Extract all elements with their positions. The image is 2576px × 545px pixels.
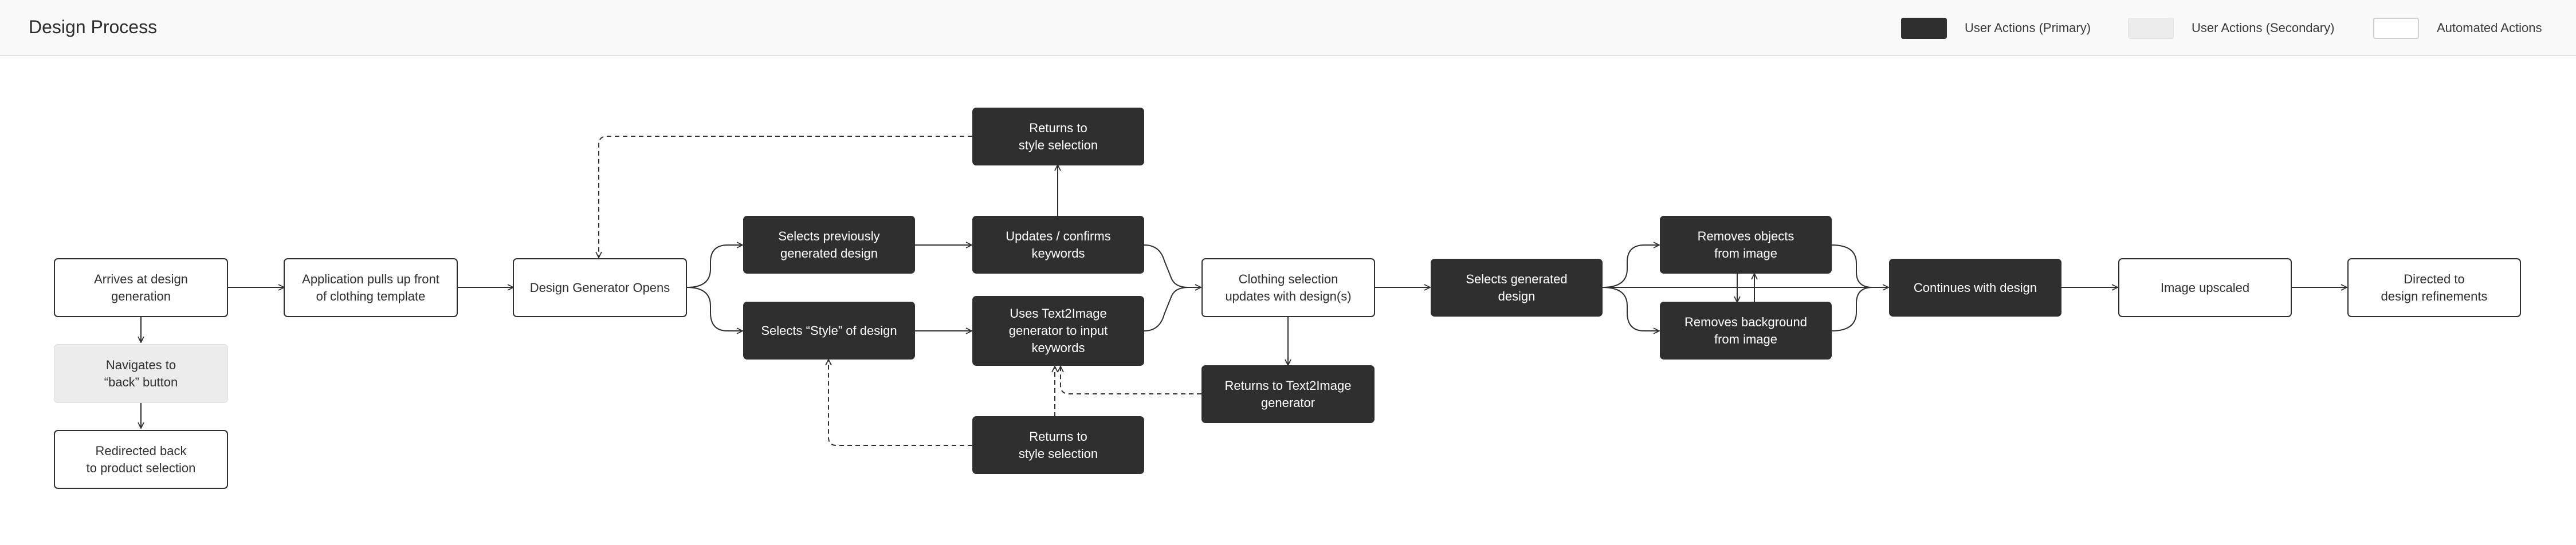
node-selects-style-of-design[interactable]: Selects “Style” of design [743,302,915,360]
legend-swatch-primary [1901,18,1947,39]
legend-swatch-automated [2373,18,2419,39]
node-redirected-back-to-product-selection[interactable]: Redirected back to product selection [54,430,228,489]
edge-removes-objects-to-continues [1831,244,1873,288]
page-title: Design Process [29,17,158,37]
node-returns-to-style-selection-bottom[interactable]: Returns to style selection [972,416,1144,474]
node-label: Removes background from image [1684,314,1807,346]
node-directed-to-design-refinements[interactable]: Directed to design refinements [2347,258,2521,317]
node-label: Returns to style selection [1018,120,1098,152]
node-uses-text2image-generator[interactable]: Uses Text2Image generator to input keywo… [972,296,1144,366]
node-label: Updates / confirms keywords [1006,228,1111,260]
node-label: Removes objects from image [1697,228,1794,260]
legend-label-secondary: User Actions (Secondary) [2192,21,2335,35]
node-clothing-selection-updates[interactable]: Clothing selection updates with design(s… [1201,258,1375,317]
edge-returns-bottom-to-style [828,360,972,446]
edge-selected-to-removes-objects [1602,245,1659,288]
node-returns-to-style-selection-top[interactable]: Returns to style selection [972,108,1144,165]
node-updates-confirms-keywords[interactable]: Updates / confirms keywords [972,216,1144,274]
edge-returns-top-to-generator [599,136,972,258]
node-continues-with-design[interactable]: Continues with design [1889,259,2061,317]
edge-returns-text2image-to-uses [1061,366,1201,394]
node-navigates-to-back-button[interactable]: Navigates to “back” button [54,344,228,403]
edge-generator-to-previous [686,245,743,288]
node-label: Continues with design [1913,280,2037,295]
node-label: Selects “Style” of design [761,323,897,338]
edge-updates-to-clothing [1144,244,1201,287]
node-application-pulls-template[interactable]: Application pulls up front of clothing t… [284,258,458,317]
node-label: Selects generated design [1466,271,1568,303]
node-returns-to-text2image-generator[interactable]: Returns to Text2Image generator [1201,365,1375,423]
node-removes-objects-from-image[interactable]: Removes objects from image [1660,216,1832,274]
node-label: Navigates to “back” button [104,357,178,389]
legend-label-automated: Automated Actions [2437,21,2542,35]
edge-removes-background-to-continues [1831,287,1873,331]
header: Design Process User Actions (Primary) Us… [0,0,2576,56]
node-label: Directed to design refinements [2381,271,2488,303]
node-label: Returns to style selection [1018,429,1098,461]
edge-generator-to-style [686,287,743,331]
edge-text2image-to-clothing [1144,287,1189,331]
legend-swatch-secondary [2128,18,2174,39]
node-selects-previously-generated-design[interactable]: Selects previously generated design [743,216,915,274]
node-arrives-at-design-generation[interactable]: Arrives at design generation [54,258,228,317]
node-label: Arrives at design generation [94,271,188,303]
node-image-upscaled[interactable]: Image upscaled [2118,258,2292,317]
node-label: Returns to Text2Image generator [1224,378,1352,410]
node-label: Uses Text2Image generator to input keywo… [1008,306,1108,355]
node-selects-generated-design[interactable]: Selects generated design [1431,259,1603,317]
node-design-generator-opens[interactable]: Design Generator Opens [513,258,687,317]
node-removes-background-from-image[interactable]: Removes background from image [1660,302,1832,360]
node-label: Design Generator Opens [529,280,670,295]
legend-label-primary: User Actions (Primary) [1965,21,2091,35]
node-label: Clothing selection updates with design(s… [1225,271,1352,303]
node-label: Application pulls up front of clothing t… [302,271,439,303]
node-label: Redirected back to product selection [86,443,196,475]
node-label: Image upscaled [2160,280,2250,295]
edge-selected-to-removes-background [1602,287,1659,331]
node-label: Selects previously generated design [778,228,880,260]
